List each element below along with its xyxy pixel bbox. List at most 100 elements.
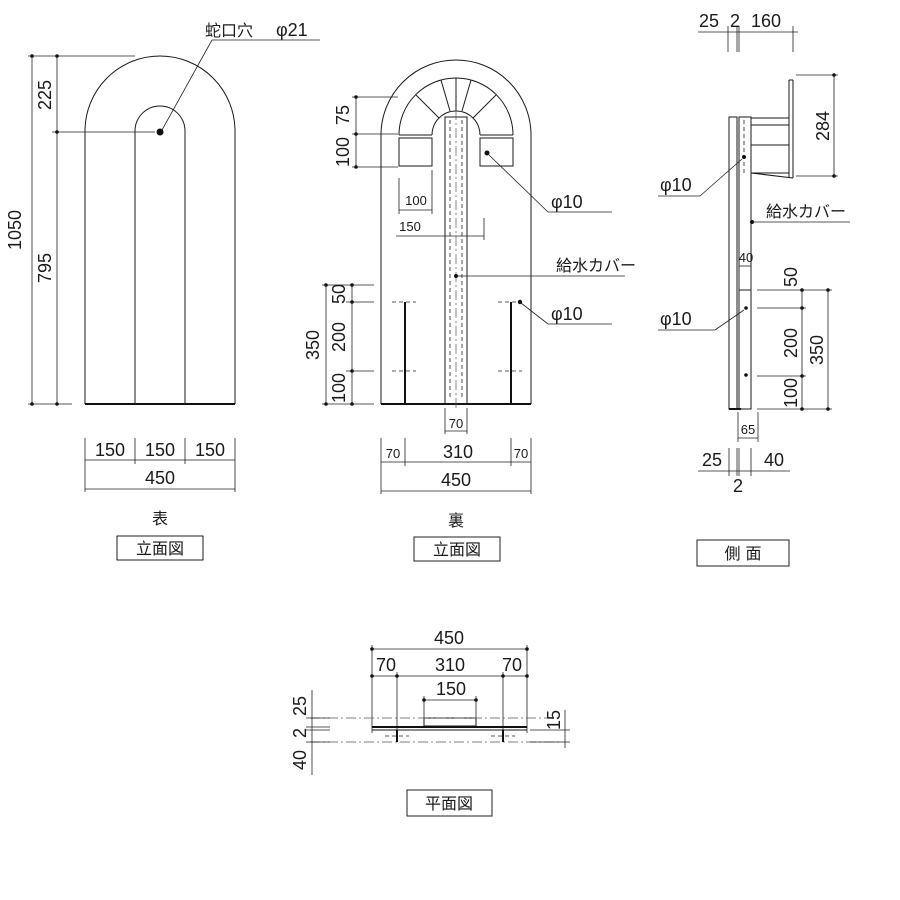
dim-tick xyxy=(832,73,836,77)
dim-tick xyxy=(55,402,59,406)
side-bracket-top xyxy=(750,117,790,126)
dim-tick xyxy=(800,407,804,411)
back-right-box xyxy=(479,137,514,167)
plan-caption-box xyxy=(406,789,493,817)
dim-tick xyxy=(354,132,358,136)
side-dim-bot-a: 25 xyxy=(702,450,722,470)
dim-tick xyxy=(55,54,59,58)
side-hole-low-icon xyxy=(744,306,748,310)
plan-caption: 平面図 xyxy=(425,794,473,813)
back-outline xyxy=(380,59,532,404)
side-hole-low-leader xyxy=(714,309,745,331)
back-caption-box xyxy=(413,536,501,562)
back-phi-top: φ10 xyxy=(551,192,583,212)
dim-tick xyxy=(525,674,529,678)
dim-tick xyxy=(370,674,374,678)
front-caption: 立面図 xyxy=(136,539,184,558)
back-hole-low-leader xyxy=(520,302,549,325)
back-dim-cover-w: 70 xyxy=(449,416,463,431)
plan-cover xyxy=(423,717,477,727)
plan-dim-v40: 40 xyxy=(290,750,310,770)
side-dim-bot-c: 2 xyxy=(733,476,743,496)
front-dim-total: 1050 xyxy=(5,210,25,250)
back-dim-w70a: 70 xyxy=(386,446,400,461)
dim-tick xyxy=(525,647,529,651)
dim-tick xyxy=(826,407,830,411)
back-dim-w310: 310 xyxy=(443,442,473,462)
plan-dim-w310: 310 xyxy=(435,655,465,675)
dim-tick xyxy=(324,402,328,406)
dim-tick xyxy=(800,306,804,310)
dim-tick xyxy=(55,130,59,134)
side-fix-plate xyxy=(738,289,752,410)
back-dim-v50: 50 xyxy=(329,284,349,304)
front-inner-channel xyxy=(134,105,186,404)
front-dim-width: 450 xyxy=(145,468,175,488)
dim-tick xyxy=(832,174,836,178)
side-dim-bot-b: 40 xyxy=(764,450,784,470)
lattice-spoke xyxy=(440,79,451,112)
dim-tick xyxy=(350,402,354,406)
side-dim-v100: 100 xyxy=(781,378,801,408)
dim-tick xyxy=(350,369,354,373)
lattice-spoke xyxy=(472,94,497,119)
side-bracket-bottom xyxy=(750,172,794,179)
side-caption: 側 面 xyxy=(724,544,761,563)
back-dim-width: 450 xyxy=(441,470,471,490)
side-dim-top-b: 2 xyxy=(730,11,740,31)
faucet-hole-icon xyxy=(156,128,164,136)
back-left-box xyxy=(398,137,433,167)
dim-tick xyxy=(350,283,354,287)
back-dim-v75: 75 xyxy=(333,105,353,125)
back-cover-point xyxy=(454,274,458,278)
plan-dim-v15: 15 xyxy=(544,710,564,730)
lattice-spoke xyxy=(415,94,440,119)
side-dim-v50: 50 xyxy=(781,267,801,287)
dim-tick xyxy=(474,698,478,702)
front-dim-body: 795 xyxy=(35,253,55,283)
side-phi-low: φ10 xyxy=(660,309,692,329)
side-dim-284: 284 xyxy=(813,111,833,141)
back-hole-top-leader xyxy=(488,154,549,213)
dim-tick xyxy=(324,283,328,287)
faucet-hole-leader xyxy=(161,39,213,131)
side-hole-low2-icon xyxy=(744,373,748,377)
back-phi-low: φ10 xyxy=(551,304,583,324)
front-outline xyxy=(84,55,236,404)
plan-dim-width: 450 xyxy=(434,628,464,648)
dim-tick xyxy=(395,674,399,678)
plan-dim-v2: 2 xyxy=(290,728,310,738)
back-dim-v350: 350 xyxy=(303,330,323,360)
side-view: 25 2 160 φ10 284 給水カバー xyxy=(658,11,850,567)
front-dim-top: 225 xyxy=(35,80,55,110)
side-hole-top-icon xyxy=(742,155,746,159)
side-dim-65: 65 xyxy=(741,422,755,437)
dim-tick xyxy=(422,698,426,702)
dim-tick xyxy=(826,288,830,292)
side-dim-v200: 200 xyxy=(781,328,801,358)
side-bracket-box xyxy=(750,124,790,174)
back-caption: 立面図 xyxy=(433,540,481,559)
dim-tick xyxy=(30,402,34,406)
plan-dim-w70b: 70 xyxy=(502,655,522,675)
front-dim-w2: 150 xyxy=(145,440,175,460)
front-dim-w1: 150 xyxy=(95,440,125,460)
back-sub-label: 裏 xyxy=(448,511,464,530)
back-cover-label: 給水カバー xyxy=(556,256,636,275)
plan-dim-w70a: 70 xyxy=(376,655,396,675)
dim-tick xyxy=(350,300,354,304)
dim-tick xyxy=(800,374,804,378)
side-caption-box xyxy=(696,539,790,567)
side-dim-v350: 350 xyxy=(807,335,827,365)
back-dim-w70b: 70 xyxy=(514,446,528,461)
plan-dim-w150: 150 xyxy=(436,679,466,699)
dim-tick xyxy=(800,288,804,292)
side-phi-top: φ10 xyxy=(660,175,692,195)
back-dim-h100: 100 xyxy=(405,193,427,208)
side-dim-top-a: 25 xyxy=(699,11,719,31)
dim-tick xyxy=(354,165,358,169)
back-dim-v100b: 100 xyxy=(329,373,349,403)
side-cover-label: 給水カバー xyxy=(766,202,846,221)
back-hole-top-icon xyxy=(484,150,490,156)
faucet-hole-label: 蛇口穴 xyxy=(205,21,253,40)
